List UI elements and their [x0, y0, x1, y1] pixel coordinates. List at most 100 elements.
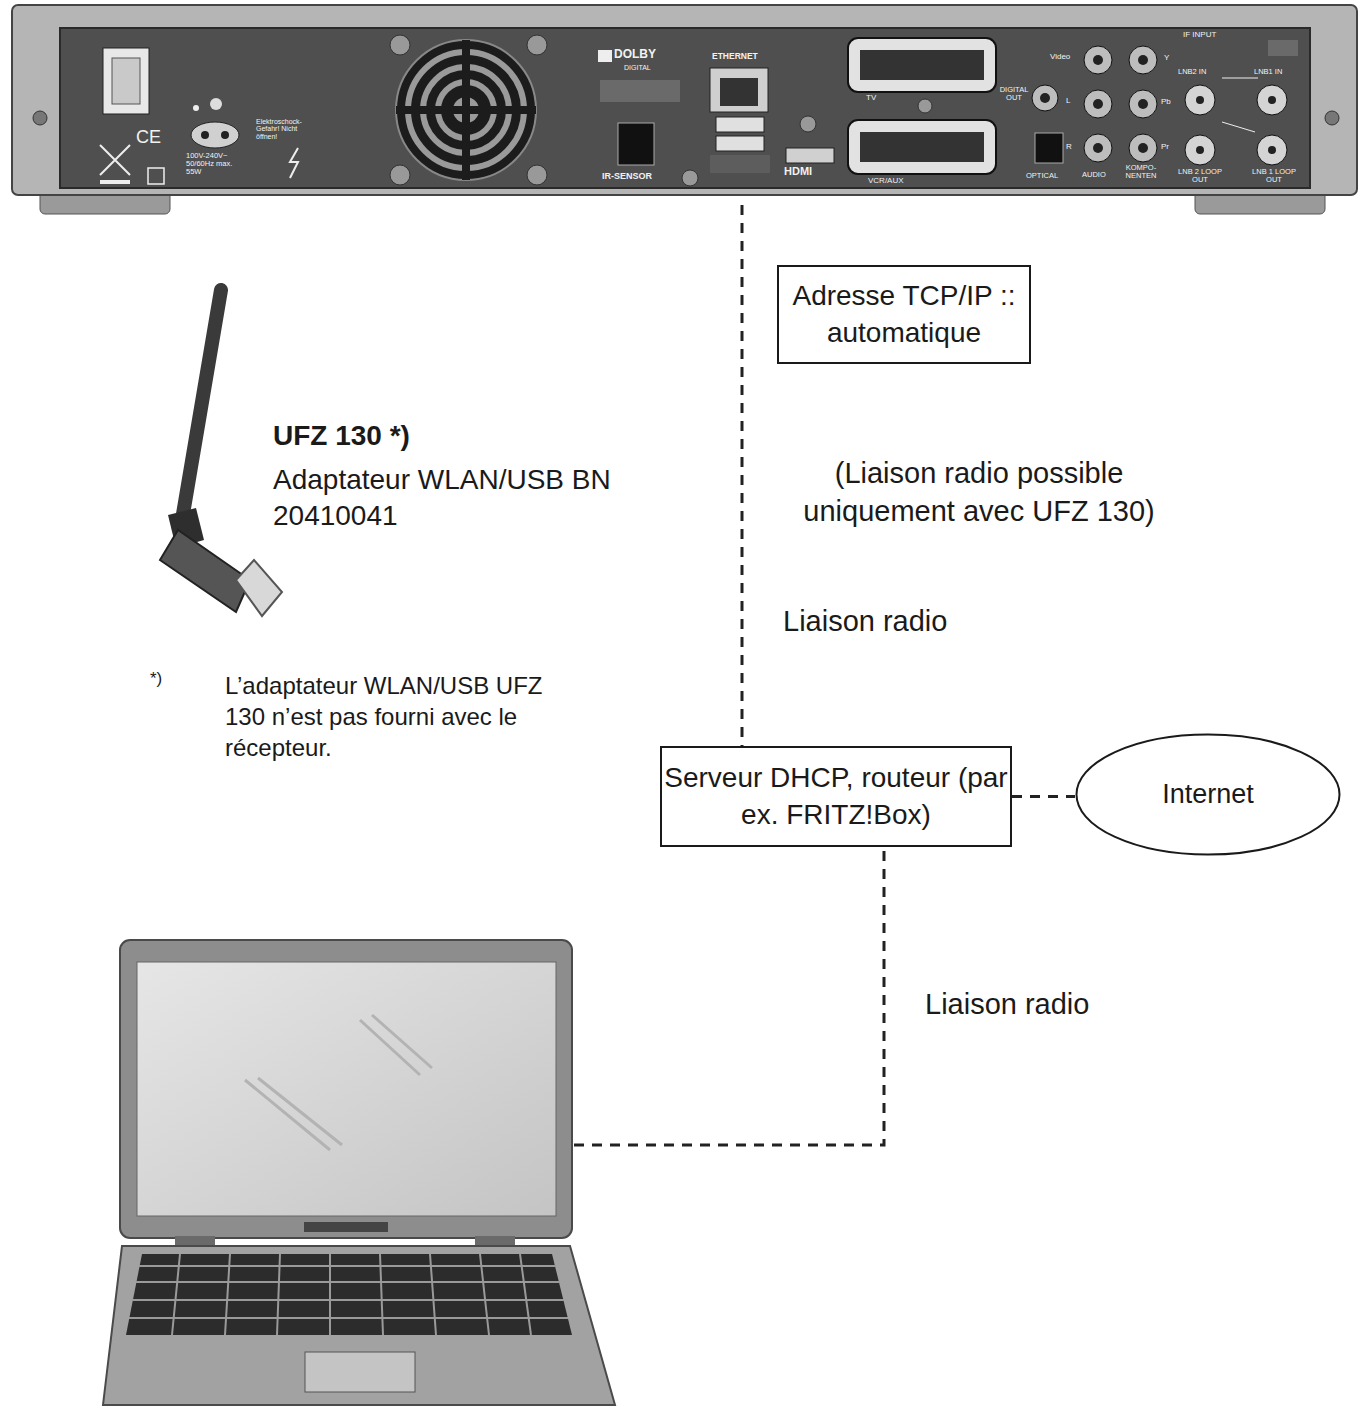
panel-label: Pb: [1161, 98, 1177, 106]
ethernet-port: [710, 68, 768, 112]
usb-plug: [236, 560, 282, 616]
antenna-hinge: [168, 508, 204, 548]
edge-label: Liaison radio: [783, 603, 1023, 641]
panel-label: DIGITAL OUT: [996, 86, 1032, 102]
socket-hole: [201, 131, 209, 139]
fan-spokes: [396, 40, 536, 180]
usb-port: [716, 136, 764, 151]
receiver-foot: [1195, 188, 1325, 214]
laptop-base: [103, 1246, 615, 1405]
panel-label: LNB 2 LOOP OUT: [1178, 168, 1222, 184]
socket-hole: [221, 131, 229, 139]
lnb-leader: [1222, 78, 1258, 132]
screw: [390, 35, 410, 55]
keyboard-keys: [129, 1254, 568, 1335]
panel-label: DIGITAL: [624, 64, 668, 71]
f-core: [1268, 146, 1276, 154]
rca-core: [1040, 93, 1050, 103]
dolby-notice: [600, 80, 680, 102]
panel-label: TV: [866, 94, 890, 102]
scart-vcr: [848, 120, 996, 174]
laptop-radio-link: [574, 848, 884, 1145]
rca-jack: [1084, 134, 1112, 162]
optical-port: [1035, 133, 1063, 163]
receiver-body: [12, 5, 1357, 195]
panel-label: R: [1066, 143, 1078, 151]
dongle-antenna: [182, 290, 221, 520]
panel-label: LNB1 IN: [1254, 68, 1302, 76]
panel-label: ETHERNET: [712, 52, 772, 61]
fan-hub: [453, 97, 479, 123]
screw: [33, 111, 47, 125]
power-socket: [191, 122, 239, 148]
laptop-screen: [137, 962, 556, 1216]
panel-label: IR-SENSOR: [602, 172, 668, 181]
rca-jack: [1129, 46, 1157, 74]
screw: [682, 170, 698, 186]
dongle-body: [160, 530, 250, 612]
rca-core: [1138, 143, 1148, 153]
node-text: Adresse TCP/IP :: automatique: [779, 278, 1029, 352]
rca-core: [1093, 55, 1103, 65]
annotation: Liaison radio: [925, 986, 1165, 1024]
laptop-keyboard: [126, 1254, 572, 1335]
panel-label: KOMPO-NENTEN: [1121, 164, 1161, 180]
receiver-foot: [40, 188, 170, 214]
laptop-touchpad: [305, 1352, 415, 1392]
socket-marker: [193, 105, 199, 111]
panel-label: VCR/AUX: [868, 177, 922, 185]
rca-core: [1093, 99, 1103, 109]
scart-pins: [860, 50, 984, 80]
address-box: Adresse TCP/IP :: automatique: [777, 265, 1031, 364]
annotation: (Liaison radio possible uniquement avec …: [778, 455, 1180, 530]
rca-core: [1138, 99, 1148, 109]
internet-ellipse: Internet: [1075, 733, 1341, 856]
fan-grille: [396, 40, 536, 180]
laptop-lid: [120, 940, 572, 1238]
socket-screw: [210, 98, 222, 110]
radio-link: [741, 205, 744, 746]
panel-label: Y: [1164, 54, 1176, 62]
rca-core: [1093, 143, 1103, 153]
weee-symbol: [100, 145, 130, 175]
ethernet-opening: [720, 78, 758, 106]
panel-label: AUDIO: [1082, 171, 1118, 179]
scart-tv: [848, 38, 996, 92]
f-core: [1196, 96, 1204, 104]
screen-glare: [245, 1015, 432, 1150]
panel-label: IF INPUT: [1183, 31, 1243, 39]
panel-label: Pr: [1161, 143, 1177, 151]
rca-core: [1138, 55, 1148, 65]
f-connector: [1185, 135, 1215, 165]
lightning-symbol: [290, 148, 298, 178]
panel-label: OPTICAL: [1026, 172, 1072, 180]
weee-symbol: [100, 180, 130, 184]
laptop-hinge: [175, 1236, 215, 1248]
panel-label: L: [1066, 97, 1078, 105]
panel-label: 100V-240V~ 50/60Hz max. 55W: [186, 152, 240, 176]
panel-label: LNB 1 LOOP OUT: [1250, 168, 1298, 184]
rca-jack: [1084, 46, 1112, 74]
product-name: UFZ 130 *): [273, 418, 593, 454]
f-core: [1196, 146, 1204, 154]
screw: [1325, 111, 1339, 125]
f-connector: [1185, 85, 1215, 115]
power-switch: [103, 48, 149, 114]
router-box: Serveur DHCP, routeur (par ex. FRITZ!Box…: [660, 746, 1012, 847]
laptop-logo: [304, 1222, 388, 1232]
f-core: [1268, 96, 1276, 104]
node-text: Serveur DHCP, routeur (par ex. FRITZ!Box…: [662, 760, 1010, 834]
screw: [527, 165, 547, 185]
class-symbol: [148, 168, 164, 184]
fan-ring: [438, 82, 494, 138]
receiver-panel: [60, 28, 1310, 188]
f-connector: [1257, 135, 1287, 165]
panel-label: HDMI: [784, 166, 838, 178]
screw: [800, 116, 816, 132]
power-switch-rocker: [112, 58, 140, 104]
screw: [527, 35, 547, 55]
screw: [918, 99, 932, 113]
